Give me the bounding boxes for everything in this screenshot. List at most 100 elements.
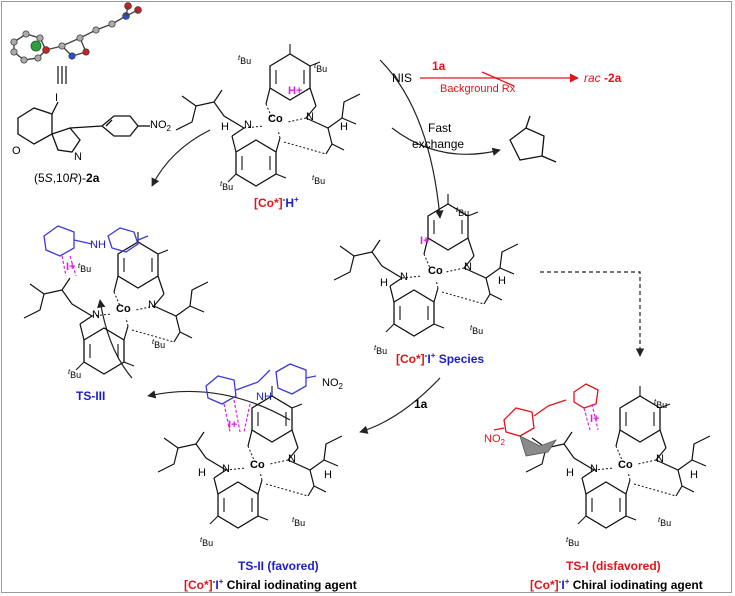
ts2-n-right: N [288,453,296,465]
co-h-hplus: H+ [288,85,303,97]
background-branch [481,71,515,87]
tbu-text: Bu [472,326,484,336]
co-h-h-right: H [340,121,348,133]
ts1-agent-label: [Co*]-I+ Chiral iodinating agent [530,577,703,592]
tbu-t: t [78,261,81,270]
ts2-agent-label: [Co*]-I+ Chiral iodinating agent [184,577,357,592]
co-star: [Co*] [530,578,559,592]
ts3-label: TS-III [76,389,106,403]
agent-text: Chiral iodinating agent [226,578,357,592]
exchange-label: exchange [412,137,465,151]
product-nitrogen-atom: N [74,151,82,163]
ts2-h-left: H [198,467,206,479]
tbu-text: Bu [202,538,214,548]
minus-sign: - [282,195,286,204]
tbu-text: Bu [314,176,326,186]
ts1-iodine-contacts [583,403,599,431]
ts2-nh: NH [256,391,272,403]
nitro-subscript: 2 [500,438,505,448]
ts2-h-right: H [324,469,332,481]
ts1-n-left: N [590,463,598,475]
co-i-center: Co [428,265,443,277]
arrow-ts2-to-ts3 [147,390,291,421]
co-star: [Co*] [184,578,213,592]
product-oxygen-atom: O [12,145,21,157]
product-id: 2a [86,171,100,185]
tbu-t: t [200,535,203,544]
tbu-t: t [292,515,295,524]
ts2-tbu-1: tBu [292,516,305,528]
stereo-end: )- [78,171,87,185]
arrow-succinimide [391,127,501,156]
equivalence-mark [57,66,67,84]
ts3-tbu-2: tBu [152,338,165,350]
plus-sign: + [218,577,224,586]
entry-1a-label: 1a [414,397,428,411]
i-label: I [215,578,219,592]
co-h-n-right: N [306,111,314,123]
h-label: H [285,196,295,210]
co-h-species-label: [Co*]-H+ [254,195,299,210]
co-i-iplus: I+ [420,235,430,247]
co-h-tbu-1: tBu [238,54,251,66]
tbu-text: Bu [70,370,82,380]
ts3-co-center: Co [116,303,131,315]
ts3-tbu-1: tBu [78,262,91,274]
ts2-co-center: Co [250,459,265,471]
product-2a-label: (5S,10R)-2a [34,172,99,184]
minus-sign: - [558,577,562,586]
co-i-h-right: H [498,275,506,287]
ts1-substrate [493,383,599,437]
stereo-mid: ,10 [52,171,70,185]
ts3-iodine-contacts [61,255,77,277]
tbu-text: Bu [316,64,328,74]
tbu-text: Bu [240,56,252,66]
background-rx-label: Background Rx [440,83,516,95]
co-i-tbu-2: tBu [470,324,483,336]
tbu-t: t [456,205,459,214]
plus-sign: + [430,351,436,360]
ts2-iplus: I+ [228,419,238,431]
co-i-n-left: N [400,271,408,283]
ts2-iodine-contacts [223,399,251,433]
stereo-prefix: (5 [34,171,45,185]
co-i-n-right: N [464,261,472,273]
stereo-r: R [69,171,79,185]
tbu-text: Bu [80,264,92,274]
ts3-iplus: I+ [66,261,76,273]
tbu-t: t [68,367,71,376]
co-star: [Co*] [254,196,283,210]
ts3-substrate [43,225,149,257]
ts1-h-right: H [690,469,698,481]
arrow-to-ts1-dashed [540,271,645,357]
ts1-h-left: H [566,467,574,479]
tbu-text: Bu [376,346,388,356]
reagent-1a-label: 1a [432,59,446,73]
ts2-tbu-2: tBu [200,536,213,548]
minus-sign: - [212,577,216,586]
co-iodo-complex [333,193,519,337]
nitro-text: NO [150,119,167,131]
ts2-complex [157,385,343,529]
ts1-nitro: NO2 [484,434,505,447]
arrow-to-ts2 [359,377,441,434]
co-i-species-label: [Co*]-I+ Species [396,351,484,366]
ts2-label: TS-II (favored) [238,559,319,573]
tbu-text: Bu [294,518,306,528]
ts1-iplus: I+ [590,413,600,425]
tbu-t: t [374,343,377,352]
nitro-subscript: 2 [338,382,343,392]
co-h-center: Co [268,113,283,125]
ts1-tbu-1: tBu [654,398,667,410]
plus-sign: + [294,195,299,204]
co-star: [Co*] [396,352,425,366]
fast-label: Fast [428,121,452,135]
tbu-t: t [470,323,473,332]
tbu-t: t [238,53,241,62]
rac-prefix: rac [584,71,601,85]
crystal-structure-icon [10,2,142,64]
ts3-tbu-3: tBu [68,368,81,380]
stereo-s: S [44,171,53,185]
tbu-text: Bu [154,340,166,350]
